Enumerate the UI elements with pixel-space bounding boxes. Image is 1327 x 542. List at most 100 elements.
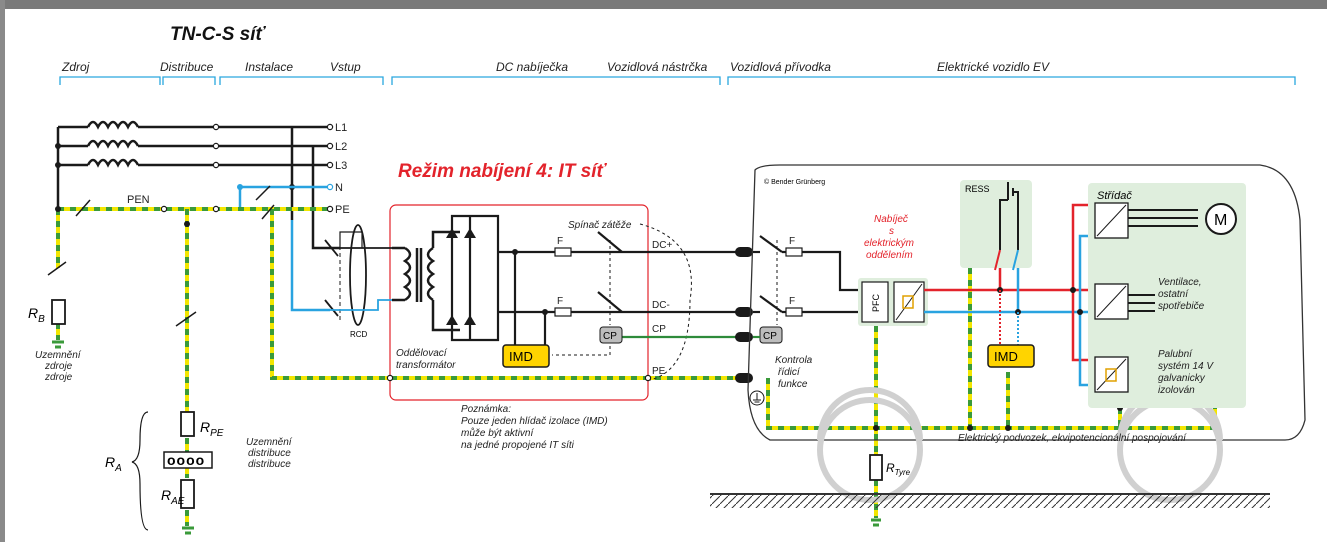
svg-text:transformátor: transformátor	[396, 360, 456, 371]
section-brackets	[59, 76, 1296, 85]
svg-text:s: s	[889, 226, 894, 237]
source-earthing-label: Uzemnění zdroje zdroje	[35, 350, 82, 383]
converter-diagonal	[895, 283, 923, 321]
converter-diagonals	[1096, 204, 1127, 391]
connector-pins	[735, 247, 753, 383]
terminal-block	[163, 451, 213, 469]
cp-box-charger-label: CP	[603, 331, 617, 342]
ra-label: RA	[105, 454, 122, 474]
vehicle-dc-lines	[753, 235, 862, 314]
rcd-device	[324, 224, 392, 326]
section-instalace: Instalace	[245, 60, 293, 74]
motor-label: M	[1214, 212, 1227, 229]
imd-vehicle-label: IMD	[994, 349, 1018, 364]
pe-terminals	[160, 205, 652, 382]
ress-block	[960, 180, 1032, 268]
vehicle-outline	[747, 164, 1306, 441]
left-border	[0, 0, 5, 542]
pfc-box	[861, 281, 889, 323]
neutral-terminal	[326, 183, 334, 191]
switch-symbols	[47, 185, 275, 327]
svg-text:oddělením: oddělením	[866, 250, 913, 261]
terminal-block-label: oooo	[167, 452, 205, 468]
dc-plus-junction	[512, 249, 518, 255]
svg-text:systém 14 V: systém 14 V	[1158, 361, 1214, 372]
section-elektricke-vozidlo: Elektrické vozidlo EV	[937, 60, 1050, 74]
fuse-dc-minus	[554, 307, 572, 317]
rtyre-resistor	[869, 454, 883, 481]
mode-title: Režim nabíjení 4: IT síť	[398, 161, 607, 182]
svg-text:Nabíječ: Nabíječ	[874, 214, 908, 225]
label-n: N	[335, 182, 343, 194]
imd-vehicle	[987, 344, 1035, 368]
svg-text:Uzemnění: Uzemnění	[35, 350, 82, 361]
imd-charger-label: IMD	[509, 349, 533, 364]
rear-wheel	[1117, 397, 1223, 503]
svg-text:ostatní: ostatní	[1158, 289, 1189, 300]
ra-brace	[131, 411, 149, 531]
svg-text:Uzemnění: Uzemnění	[246, 437, 293, 448]
phase-junctions	[55, 143, 295, 190]
isolation-transformer	[392, 230, 460, 332]
svg-text:funkce: funkce	[778, 379, 808, 390]
cp-box-vehicle	[759, 326, 783, 344]
section-vstup: Vstup	[330, 60, 361, 74]
svg-text:Poznámka:: Poznámka:	[461, 404, 511, 415]
charger-frame	[389, 204, 649, 401]
diagram-title: TN-C-S síť	[170, 24, 267, 45]
inverter-label: Střídač	[1097, 190, 1132, 202]
svg-text:izolován: izolován	[1158, 385, 1195, 396]
vehicle-fuse-plus-label: F	[789, 236, 795, 247]
rpe-resistor	[180, 411, 195, 437]
rcd-label: RCD	[350, 330, 368, 339]
svg-text:distribuce: distribuce	[248, 448, 291, 459]
front-wheel	[817, 397, 923, 503]
motor-icon	[1205, 203, 1237, 235]
cp-box-vehicle-label: CP	[763, 331, 777, 342]
label-pen: PEN	[127, 194, 150, 206]
fuse-dc-plus-label: F	[557, 236, 563, 247]
section-headings: Zdroj Distribuce Instalace Vstup DC nabí…	[61, 60, 1050, 74]
rtyre-label: RTyre	[886, 461, 911, 477]
source-ground-icon	[52, 340, 64, 349]
earth-symbol-lines-icon	[753, 393, 761, 403]
pe-conductors	[56, 207, 1217, 526]
conductor-labels: L1 L2 L3 N PE PEN	[127, 122, 350, 216]
top-border	[0, 0, 1327, 9]
distribution-earthing-label: Uzemnění distribuce distribuce	[246, 437, 293, 470]
pfc-label: PFC	[871, 293, 881, 312]
svg-text:distribuce: distribuce	[248, 459, 291, 470]
svg-text:spotřebiče: spotřebiče	[1158, 301, 1205, 312]
load-switch-label: Spínač zátěže	[568, 220, 632, 231]
section-vozidlova-nastrcka: Vozidlová nástrčka	[607, 60, 708, 74]
section-dc-nabijecka: DC nabíječka	[496, 60, 568, 74]
svg-text:Kontrola: Kontrola	[775, 355, 813, 366]
control-function-label: Kontrola řídicí funkce	[775, 355, 813, 390]
rpe-label: RPE	[200, 419, 224, 439]
hv-bus	[924, 203, 1155, 387]
svg-text:řídicí: řídicí	[778, 367, 801, 378]
charger-isolation-label: Nabíječ s elektrickým oddělením	[864, 214, 914, 261]
converter-transformer-icon	[902, 295, 914, 309]
auxiliary-loads-label: Ventilace, ostatní spotřebiče	[1158, 277, 1205, 312]
rectifier-bridge	[450, 214, 620, 342]
svg-text:může být aktivní: může být aktivní	[461, 427, 534, 439]
imd-charger	[502, 344, 550, 368]
fuse-dc-minus-label: F	[557, 296, 563, 307]
fuse-dc-plus	[554, 247, 572, 257]
label-l3: L3	[335, 160, 347, 172]
label-l1: L1	[335, 122, 347, 134]
svg-text:Pouze jeden hlídač izolace (IM: Pouze jeden hlídač izolace (IMD)	[461, 416, 608, 427]
svg-text:zdroje: zdroje	[44, 361, 73, 372]
isolation-transformer-label: Oddělovací transformátor	[396, 348, 456, 371]
label-pe: PE	[335, 204, 350, 216]
vehicle-wheel-front	[817, 387, 923, 441]
dc-minus-label: DC-	[652, 300, 670, 311]
dc-plus-label: DC+	[652, 240, 672, 251]
svg-text:Palubní: Palubní	[1158, 349, 1193, 360]
svg-text:Oddělovací: Oddělovací	[396, 348, 448, 359]
cp-label: CP	[652, 324, 666, 335]
rb-label: RB	[28, 305, 45, 325]
label-l2: L2	[335, 141, 347, 153]
